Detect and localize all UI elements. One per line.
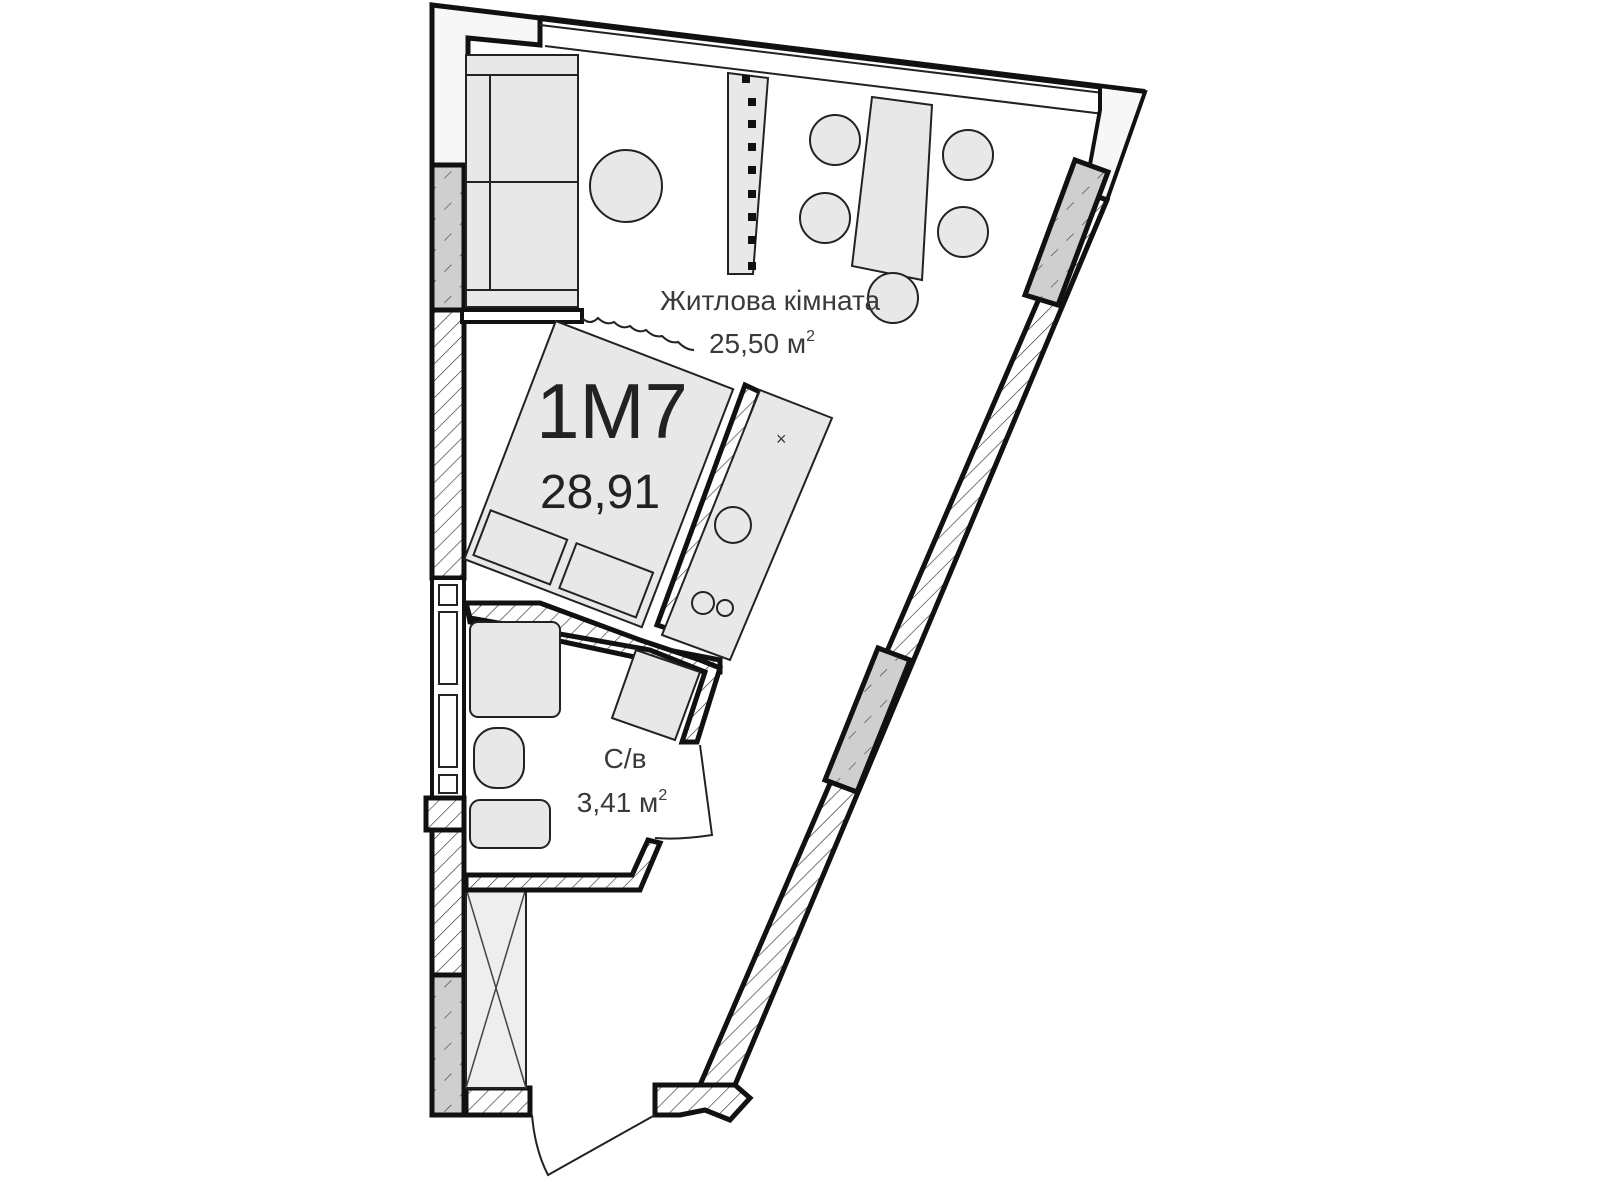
window-left-top xyxy=(429,162,467,313)
living-furniture xyxy=(465,54,994,324)
shower xyxy=(469,621,561,718)
room-name-bathroom: С/в xyxy=(604,743,647,774)
window-right-top xyxy=(1021,156,1112,309)
room-area-living: 25,50 м2 xyxy=(709,328,815,359)
pillow xyxy=(472,508,569,586)
coffee-table xyxy=(589,149,663,223)
toilet xyxy=(473,727,525,789)
entrance xyxy=(463,887,656,1177)
chair xyxy=(809,114,861,166)
curtain xyxy=(581,316,695,351)
svg-text:×: × xyxy=(776,429,787,449)
hob xyxy=(691,591,715,615)
room-area-bathroom: 3,41 м2 xyxy=(577,787,668,818)
pillow xyxy=(558,541,655,619)
kitchen: × xyxy=(460,308,834,662)
unit-code: 1М7 xyxy=(536,367,688,455)
window-left-bottom xyxy=(429,972,467,1118)
right-wall xyxy=(652,156,1112,1123)
window-right-bottom xyxy=(821,644,914,796)
total-area: 28,91 xyxy=(540,466,660,519)
dining-table xyxy=(850,95,934,282)
bathroom xyxy=(462,600,724,893)
chair xyxy=(937,206,989,258)
bathroom-door[interactable] xyxy=(654,744,714,840)
room-name-living: Житлова кімната xyxy=(660,285,880,316)
sink xyxy=(714,506,752,544)
entrance-door[interactable] xyxy=(531,1114,656,1177)
washbasin xyxy=(469,799,551,849)
left-wall xyxy=(423,162,467,1118)
bed xyxy=(463,319,735,629)
top-window-wall xyxy=(429,2,1148,203)
chair xyxy=(799,192,851,244)
chair xyxy=(867,272,919,324)
washing-machine xyxy=(610,648,702,742)
chair xyxy=(942,129,994,181)
